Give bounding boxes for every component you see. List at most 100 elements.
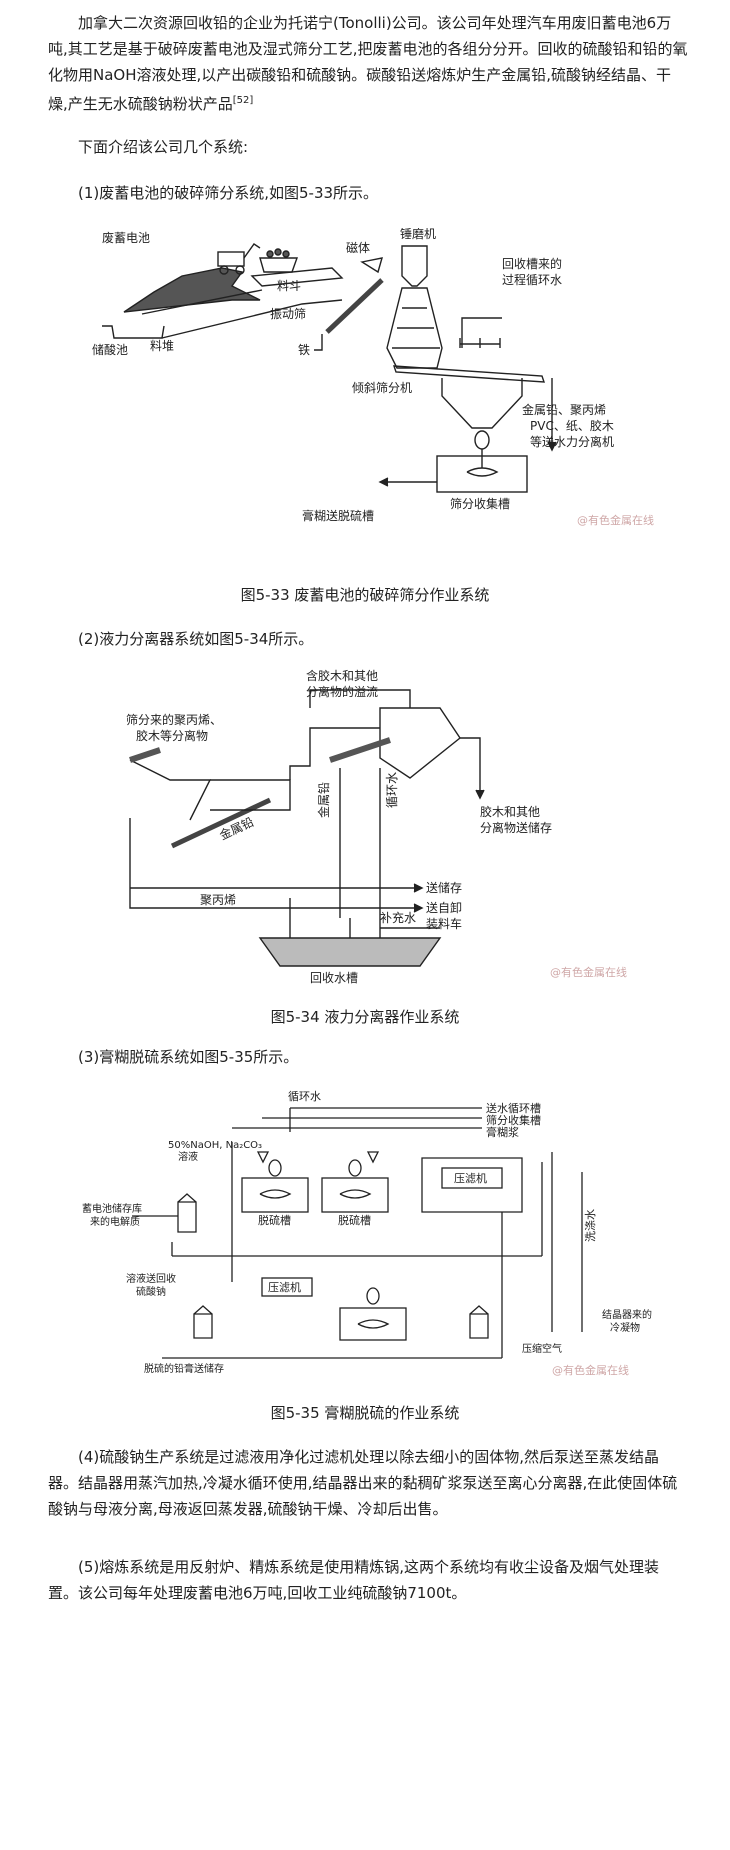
fig3-label-air: 压缩空气 (522, 1342, 562, 1355)
left-tank (210, 779, 291, 811)
fig1-label-acid: 储酸池 (92, 342, 128, 357)
bakelite-arrow (475, 789, 485, 800)
desulf-tank-2 (321, 1177, 389, 1213)
fig2-label-unload2: 装料车 (426, 916, 462, 931)
metal-arrow-head (547, 441, 557, 452)
right-separator (379, 707, 461, 779)
fig3-label-desulf1: 脱硫槽 (258, 1213, 291, 1227)
magnet-shape (360, 257, 383, 274)
fig3-label-naoh2: 溶液 (178, 1150, 198, 1163)
figure-5-34-caption: 图5-34 液力分离器作业系统 (270, 1008, 460, 1026)
hammer-mill-shape (401, 245, 428, 287)
water-inlet-pipes (459, 317, 502, 348)
fig2-label-circ: 循环水 (385, 772, 399, 808)
valve-2 (366, 1151, 380, 1164)
fig1-label-iron: 铁 (298, 343, 310, 357)
fig2-label-store: 送储存 (426, 880, 462, 895)
left-separator (129, 759, 212, 821)
fig3-label-press2: 压滤机 (268, 1280, 301, 1294)
system-5-paragraph: (5)熔炼系统是用反射炉、精炼系统是使用精炼锅,这两个系统均有收尘设备及烟气处理… (48, 1558, 660, 1602)
overflow-pipe-left (289, 727, 380, 780)
system-3-heading: (3)膏糊脱硫系统如图5-35所示。 (78, 1048, 299, 1066)
intro-paragraph-2: 下面介绍该公司几个系统: (78, 138, 249, 156)
collect-tank (436, 455, 528, 493)
press-1 (441, 1167, 503, 1189)
pump-shape (474, 430, 490, 450)
fig2-label-bakelite2: 分离物送储存 (480, 820, 552, 835)
incline-screen-shape (393, 365, 545, 383)
mid-line (171, 1162, 543, 1257)
hopper-rock-3 (282, 250, 290, 258)
fig1-label-battery: 废蓄电池 (102, 230, 150, 245)
fig1-label-hammer: 锤磨机 (400, 228, 436, 241)
fig1-watermark: @有色金属在线 (577, 513, 654, 527)
fig3-label-store2: 来的电解质 (90, 1215, 140, 1228)
fig3-label-naoh1: 50%NaOH, Na₂CO₃ (168, 1140, 262, 1151)
hopper-rock-2 (274, 248, 282, 256)
agitator (466, 467, 499, 477)
pp-pipe (129, 818, 420, 909)
figure-5-35-caption: 图5-35 膏糊脱硫的作业系统 (270, 1404, 460, 1422)
paste-arrow-head (378, 477, 389, 487)
figure-5-33: 废蓄电池 储酸池 料堆 料斗 振动筛 磁体 锤磨机 回收槽来的 过程循环水 铁 … (82, 228, 677, 568)
to-store-arrow (413, 883, 424, 893)
right-screw (329, 737, 391, 763)
fig3-label-desulf2: 脱硫槽 (338, 1213, 371, 1227)
fig1-label-collect: 筛分收集槽 (450, 496, 510, 511)
fig1-label-paste: 膏糊送脱硫槽 (302, 508, 374, 523)
fig3-label-cryst1: 结晶器来的 (602, 1308, 652, 1321)
fig3-label-press1: 压滤机 (454, 1171, 487, 1185)
pump-1 (268, 1159, 282, 1177)
fig1-label-magnet: 磁体 (346, 240, 370, 255)
fig3-label-circ: 循环水 (288, 1090, 321, 1103)
storage-silo (177, 1193, 197, 1233)
fig2-label-pp: 聚丙烯 (200, 893, 236, 907)
fig3-label-out: 脱硫的铅膏送储存 (144, 1362, 224, 1375)
recycle-tank (258, 937, 442, 967)
fig1-label-hopper: 料斗 (277, 279, 301, 293)
bakelite-pipe (460, 737, 481, 796)
figure-5-35: 循环水 送水循环槽 筛分收集槽 膏糊浆 50%NaOH, Na₂CO₃ 溶液 蓄… (82, 1082, 680, 1384)
reference-mark: [52] (232, 95, 254, 106)
fig3-label-cryst2: 冷凝物 (610, 1321, 640, 1334)
agitator-3 (357, 1319, 390, 1329)
fig1-label-recycle1: 回收槽来的 (502, 256, 562, 271)
fig2-label-metal-lead-vert: 金属铅 (316, 782, 331, 818)
acid-pool-shape (102, 325, 165, 339)
agitator-1 (259, 1189, 292, 1199)
system-1-heading: (1)废蓄电池的破碎筛分系统,如图5-33所示。 (78, 184, 379, 202)
fig2-label-bakelite1: 胶木和其他 (480, 804, 540, 819)
valve-1 (256, 1151, 270, 1164)
fig2-label-tank: 回收水槽 (310, 971, 358, 985)
fig3-label-sol1: 溶液送回收 (126, 1272, 176, 1285)
tower-lines (392, 307, 440, 349)
intro-text: 加拿大二次资源回收铅的企业为托诺宁(Tonolli)公司。该公司年处理汽车用废旧… (48, 14, 688, 113)
funnel-shape (441, 378, 523, 429)
ore-pile (123, 267, 261, 313)
pump-3 (366, 1287, 380, 1305)
system-4-paragraph: (4)硫酸钠生产系统是过滤液用净化过滤机处理以除去细小的固体物,然后泵送至蒸发结… (48, 1448, 678, 1518)
fig1-label-metal1: 金属铅、聚丙烯 (522, 402, 606, 417)
pp-arrow (413, 903, 424, 913)
press-2 (261, 1277, 313, 1297)
fig1-label-recycle2: 过程循环水 (502, 272, 562, 287)
pump-2 (348, 1159, 362, 1177)
fig3-label-wash: 洗涤水 (583, 1209, 597, 1242)
fig1-label-pile: 料堆 (150, 339, 174, 353)
fig3-label-store1: 蓄电池储存库 (82, 1202, 142, 1215)
figure-5-33-caption: 图5-33 废蓄电池的破碎筛分作业系统 (240, 586, 490, 604)
vibrating-screen-shape (250, 267, 344, 287)
fig2-label-screened1: 筛分来的聚丙烯、 (126, 712, 222, 727)
lead-conveyor (170, 797, 272, 849)
fig1-label-screen: 振动筛 (270, 306, 306, 321)
fig1-label-metal3: 等送水力分离机 (530, 434, 614, 449)
fig1-label-metal2: PVC、纸、胶木 (530, 418, 614, 433)
loader-arm (243, 243, 261, 259)
agitator-2 (339, 1189, 372, 1199)
tower-shape (386, 287, 443, 369)
conveyor-base (161, 299, 343, 339)
magnet-conveyor (325, 278, 384, 334)
bottom-tank (339, 1307, 407, 1341)
fig2-label-screened2: 胶木等分离物 (136, 728, 208, 743)
fig3-label-r2: 筛分收集槽 (486, 1113, 541, 1127)
